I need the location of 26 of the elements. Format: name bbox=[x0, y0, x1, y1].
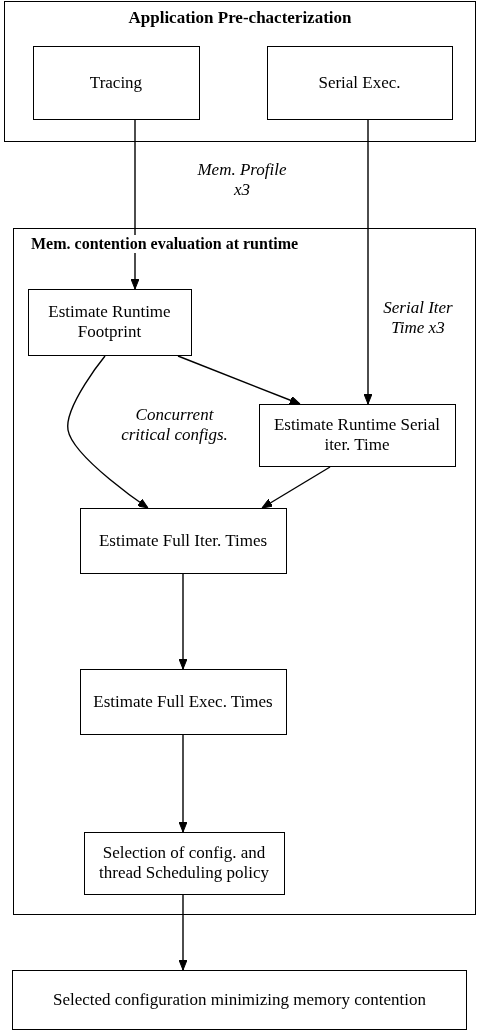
arrow bbox=[67, 355, 149, 509]
arrow bbox=[130, 119, 140, 290]
process-box bbox=[266, 45, 453, 120]
process-box bbox=[79, 507, 287, 574]
group-title: Application Pre-chacterization bbox=[127, 8, 353, 28]
box-label: Estimate Runtime Footprint bbox=[47, 302, 172, 342]
arrow bbox=[178, 894, 188, 971]
box-label: Estimate Full Iter. Times bbox=[97, 530, 269, 551]
arrow bbox=[178, 734, 188, 833]
box-label: Selection of config. and thread Scheduling policy bbox=[98, 843, 270, 883]
process-box bbox=[32, 45, 200, 120]
arrow bbox=[178, 573, 188, 670]
process-box bbox=[12, 970, 467, 1030]
box-label: Estimate Full Exec. Times bbox=[92, 691, 274, 712]
box-label: Selected configuration minimizing memory contention bbox=[52, 990, 427, 1010]
process-box bbox=[258, 403, 456, 467]
process-box bbox=[27, 288, 192, 356]
process-box bbox=[79, 668, 287, 735]
box-label: Serial Exec. bbox=[317, 72, 402, 93]
box-label: Tracing bbox=[88, 72, 144, 93]
group-frame bbox=[4, 1, 476, 142]
arrow bbox=[363, 119, 373, 405]
arrow bbox=[177, 355, 301, 405]
process-box bbox=[83, 831, 285, 895]
box-label: Estimate Runtime Serial iter. Time bbox=[272, 415, 442, 455]
arrow bbox=[261, 466, 331, 509]
